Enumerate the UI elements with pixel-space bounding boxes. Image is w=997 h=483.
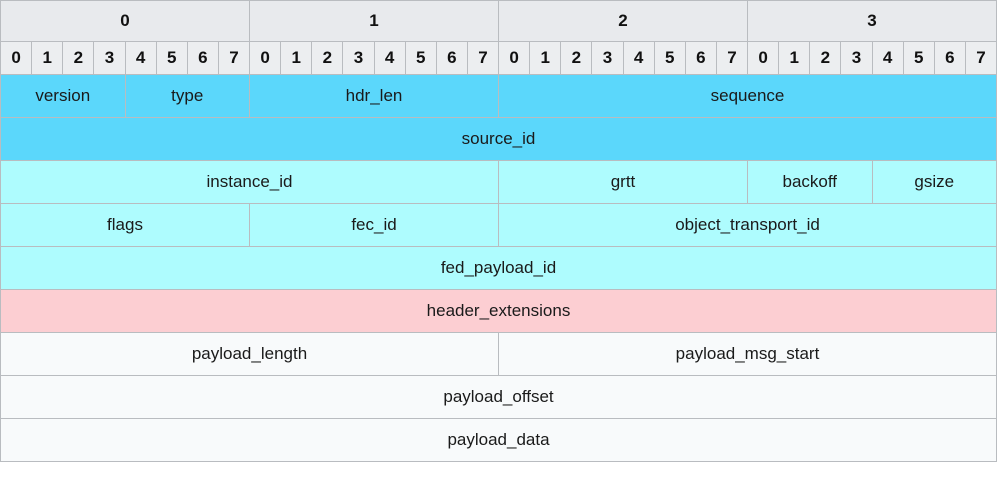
field-cell-type: type (124, 74, 250, 118)
bit-index-4: 4 (124, 41, 157, 75)
field-row: version type hdr_len sequence (0, 74, 997, 118)
field-cell-object_transport_id: object_transport_id (498, 203, 997, 247)
bit-index-3: 3 (93, 41, 126, 75)
field-label: version (35, 85, 91, 105)
bit-index-14: 6 (435, 41, 468, 75)
field-cell-fed_payload_id: fed_payload_id (0, 246, 997, 290)
field-label: fec_id (351, 214, 397, 234)
field-cell-payload_msg_start: payload_msg_start (498, 332, 997, 376)
field-cell-backoff: backoff (747, 160, 873, 204)
bit-index-18: 2 (560, 41, 593, 75)
field-cell-gsize: gsize (871, 160, 997, 204)
bit-index-12: 4 (373, 41, 406, 75)
field-row: payload_data (0, 418, 997, 462)
field-label: payload_data (447, 429, 550, 449)
field-cell-payload_offset: payload_offset (0, 375, 997, 419)
bit-index-11: 3 (342, 41, 375, 75)
field-label: header_extensions (426, 300, 571, 320)
field-row: fed_payload_id (0, 246, 997, 290)
bit-index-21: 5 (653, 41, 686, 75)
field-label: flags (107, 214, 143, 234)
field-label: instance_id (206, 171, 293, 191)
bit-index-15: 7 (466, 41, 500, 75)
bit-index-31: 7 (964, 41, 997, 75)
field-row: payload_offset (0, 375, 997, 419)
bit-index-0: 0 (0, 41, 33, 75)
field-label: hdr_len (345, 85, 403, 105)
field-row: instance_id grtt backoff gsize (0, 160, 997, 204)
byte-group-label-1: 1 (249, 0, 499, 42)
field-label: payload_length (191, 343, 308, 363)
bit-index-19: 3 (591, 41, 624, 75)
bit-index-17: 1 (529, 41, 562, 75)
bit-index-28: 4 (871, 41, 904, 75)
field-cell-payload_data: payload_data (0, 418, 997, 462)
byte-group-label-2: 2 (498, 0, 748, 42)
bit-index-2: 2 (62, 41, 95, 75)
field-cell-header_extensions: header_extensions (0, 289, 997, 333)
bit-index-27: 3 (840, 41, 873, 75)
bit-index-16: 0 (497, 41, 531, 75)
field-label: sequence (710, 85, 785, 105)
bit-index-7: 7 (217, 41, 251, 75)
bit-index-26: 2 (809, 41, 842, 75)
field-cell-instance_id: instance_id (0, 160, 499, 204)
field-label: type (171, 85, 204, 105)
byte-group-label-0: 0 (0, 0, 250, 42)
bit-index-25: 1 (778, 41, 811, 75)
bit-index-29: 5 (902, 41, 935, 75)
bit-index-9: 1 (280, 41, 313, 75)
field-cell-fec_id: fec_id (249, 203, 499, 247)
field-cell-sequence: sequence (498, 74, 997, 118)
field-cell-grtt: grtt (498, 160, 748, 204)
field-cell-flags: flags (0, 203, 250, 247)
field-label: fed_payload_id (440, 257, 557, 277)
bit-index-6: 6 (186, 41, 219, 75)
bit-index-1: 1 (31, 41, 64, 75)
bit-index-20: 4 (622, 41, 655, 75)
bit-index-23: 7 (715, 41, 749, 75)
field-label: source_id (461, 128, 536, 148)
bit-index-5: 5 (155, 41, 188, 75)
field-label: grtt (610, 171, 636, 191)
field-label: object_transport_id (675, 214, 820, 234)
field-label: backoff (782, 171, 837, 191)
field-row: header_extensions (0, 289, 997, 333)
field-label: payload_msg_start (675, 343, 820, 363)
bit-index-22: 6 (684, 41, 717, 75)
bit-index-13: 5 (404, 41, 437, 75)
field-cell-source_id: source_id (0, 117, 997, 161)
bit-index-10: 2 (311, 41, 344, 75)
bit-index-8: 0 (248, 41, 282, 75)
field-label: gsize (914, 171, 955, 191)
field-row: payload_length payload_msg_start (0, 332, 997, 376)
byte-group-label-3: 3 (747, 0, 997, 42)
field-row: flags fec_id object_transport_id (0, 203, 997, 247)
field-label: payload_offset (443, 386, 554, 406)
field-cell-version: version (0, 74, 126, 118)
field-row: source_id (0, 117, 997, 161)
field-cell-payload_length: payload_length (0, 332, 499, 376)
bit-index-30: 6 (933, 41, 966, 75)
bit-index-24: 0 (746, 41, 780, 75)
field-cell-hdr_len: hdr_len (249, 74, 499, 118)
